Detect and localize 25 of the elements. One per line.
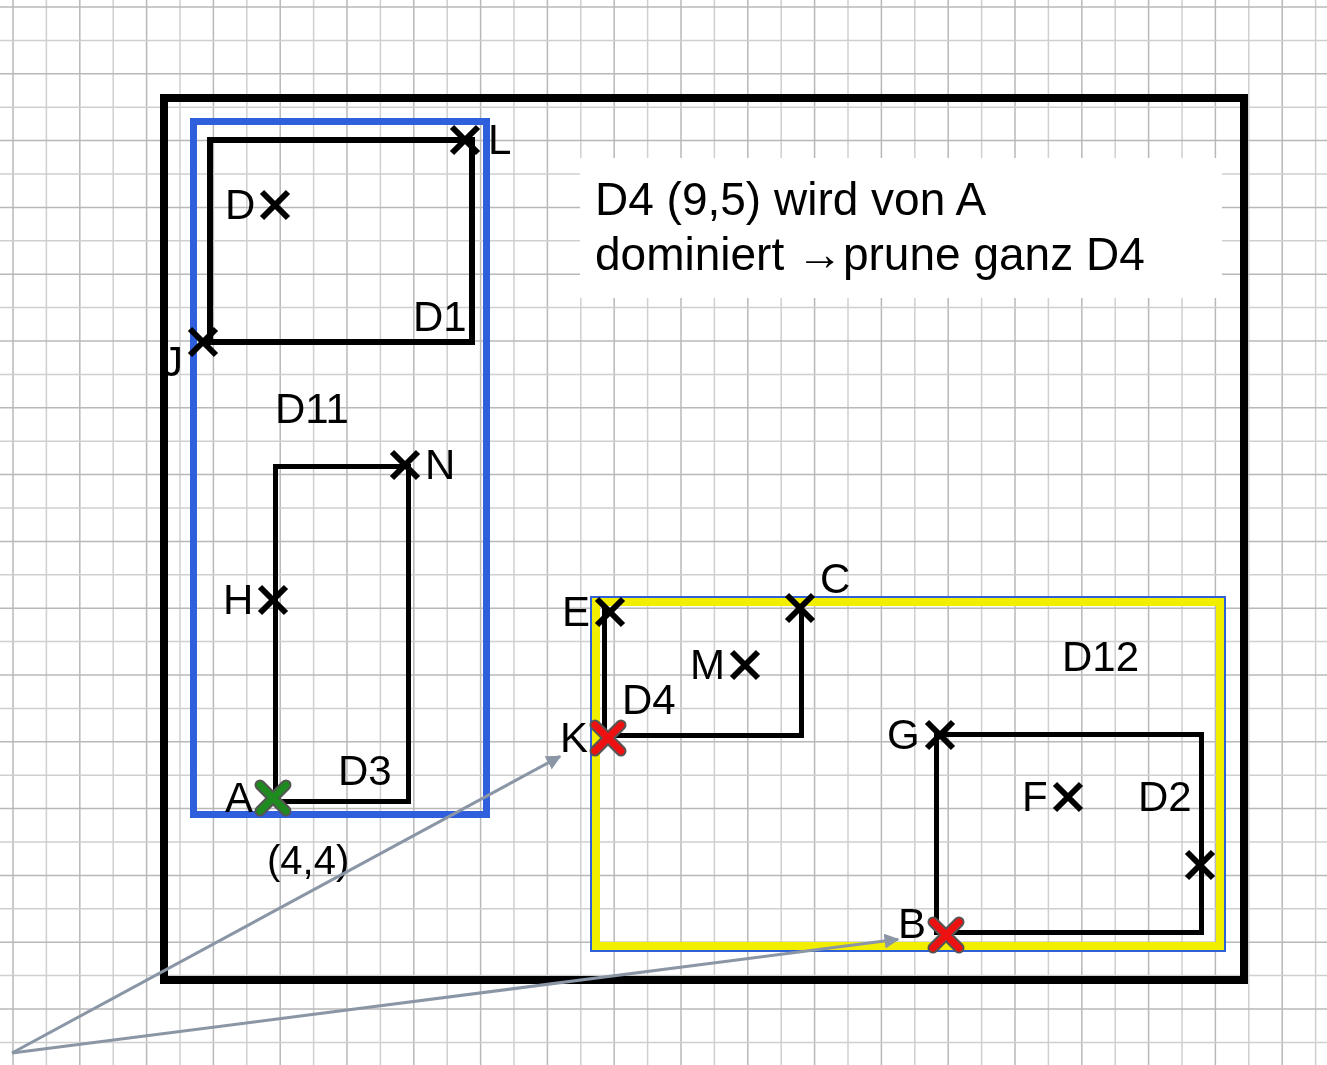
point-label: L — [488, 119, 512, 161]
bounding-rectangle — [934, 732, 1204, 935]
region-label: D1 — [413, 296, 467, 338]
region-label: D12 — [1062, 636, 1140, 678]
point-label: N — [425, 444, 456, 486]
bounding-rectangle — [160, 94, 1248, 984]
point-label: C — [820, 558, 851, 600]
point-label: M — [690, 644, 725, 686]
region-label: D11 — [275, 388, 349, 430]
region-label: D2 — [1138, 776, 1192, 818]
region-label: D3 — [338, 750, 392, 792]
point-label: B — [898, 903, 926, 945]
region-label: D4 — [622, 679, 676, 721]
bounding-rectangle — [273, 464, 411, 804]
arrow — [11, 933, 900, 1055]
point-label: F — [1022, 776, 1048, 818]
point-label: K — [560, 717, 588, 759]
bounding-rectangle — [207, 137, 475, 345]
note-text: D4 (9,5) wird von A dominiert →prune ganz D4 — [595, 172, 1146, 283]
coordinate-label: (4,4) — [267, 840, 350, 880]
point-label: D — [225, 184, 256, 226]
point-label: G — [887, 714, 920, 756]
point-label: H — [223, 579, 254, 621]
point-label: E — [562, 591, 590, 633]
point-label: A — [225, 777, 253, 819]
